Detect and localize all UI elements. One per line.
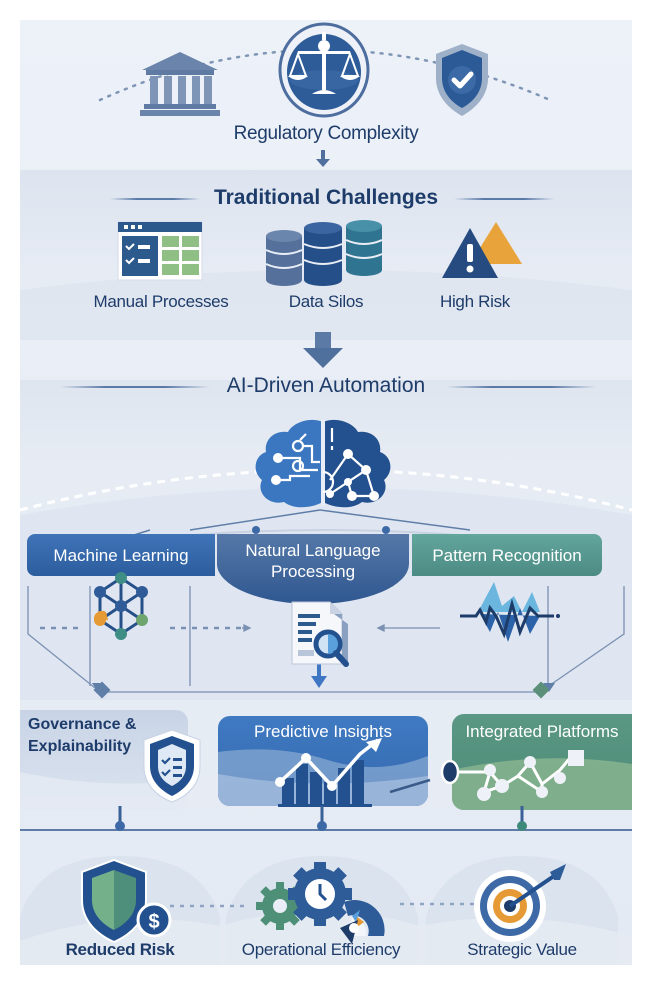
gears-clock-gauge-icon: [256, 862, 385, 944]
divider-line-right: [446, 386, 596, 388]
capability-label-predictive-insights: Predictive Insights: [254, 722, 392, 741]
document-magnifier-icon: [291, 601, 349, 667]
challenges-backdrop-arc: [20, 270, 632, 340]
ai-brain-circuit-icon: [255, 419, 391, 508]
down-arrow-icon: [316, 150, 330, 167]
infographic-canvas: Regulatory Complexity Traditional Challe…: [20, 20, 632, 965]
tech-label-nlp: Natural Language Processing: [245, 541, 381, 581]
database-cylinders-icon: [265, 220, 383, 286]
card-wave: [20, 772, 188, 810]
outcome-label-strategic-value: Strategic Value: [467, 940, 577, 959]
challenge-label-manual-processes: Manual Processes: [93, 292, 229, 311]
tech-header-machine-learning: Machine Learning: [27, 534, 215, 576]
outcome-label-reduced-risk: Reduced Risk: [65, 940, 175, 959]
spreadsheet-checklist-icon: [117, 221, 203, 281]
outcome-label-operational-efficiency: Operational Efficiency: [241, 940, 401, 959]
neural-network-icon: [93, 572, 148, 640]
tech-header-nlp: Natural Language Processing: [217, 534, 409, 604]
challenge-label-data-silos: Data Silos: [288, 292, 364, 311]
target-arrow-icon: [474, 864, 566, 942]
svg-text:$: $: [148, 911, 159, 933]
shield-check-icon: [436, 44, 488, 116]
tech-label-machine-learning: Machine Learning: [53, 545, 189, 565]
divider-line-left: [110, 198, 200, 200]
divider-line-left: [60, 386, 210, 388]
bank-building-icon: [140, 52, 220, 116]
section-down-arrow-icon: [303, 332, 343, 368]
waveform-icon: [460, 582, 560, 642]
challenge-label-high-risk: High Risk: [439, 292, 511, 311]
capability-label-integrated-platforms: Integrated Platforms: [465, 722, 619, 741]
tech-label-pattern-recognition: Pattern Recognition: [432, 545, 582, 565]
rising-chart-icon: [275, 738, 382, 807]
capability-label-governance: Governance & Explainability: [28, 716, 137, 755]
shield-checklist-icon: [143, 729, 201, 803]
tech-header-pattern-recognition: Pattern Recognition: [412, 534, 602, 576]
connected-nodes-icon: [389, 750, 584, 801]
ai-driven-automation-title: AI-Driven Automation: [226, 374, 426, 397]
regulatory-complexity-title: Regulatory Complexity: [233, 123, 419, 144]
outcomes-connectors: [20, 806, 632, 831]
shield-dollar-icon: $: [81, 858, 172, 944]
traditional-challenges-title: Traditional Challenges: [213, 186, 439, 209]
divider-line-right: [454, 198, 554, 200]
tech-connectors: [27, 586, 625, 699]
scales-of-justice-icon: [278, 22, 370, 118]
warning-triangle-icon: [442, 222, 522, 278]
